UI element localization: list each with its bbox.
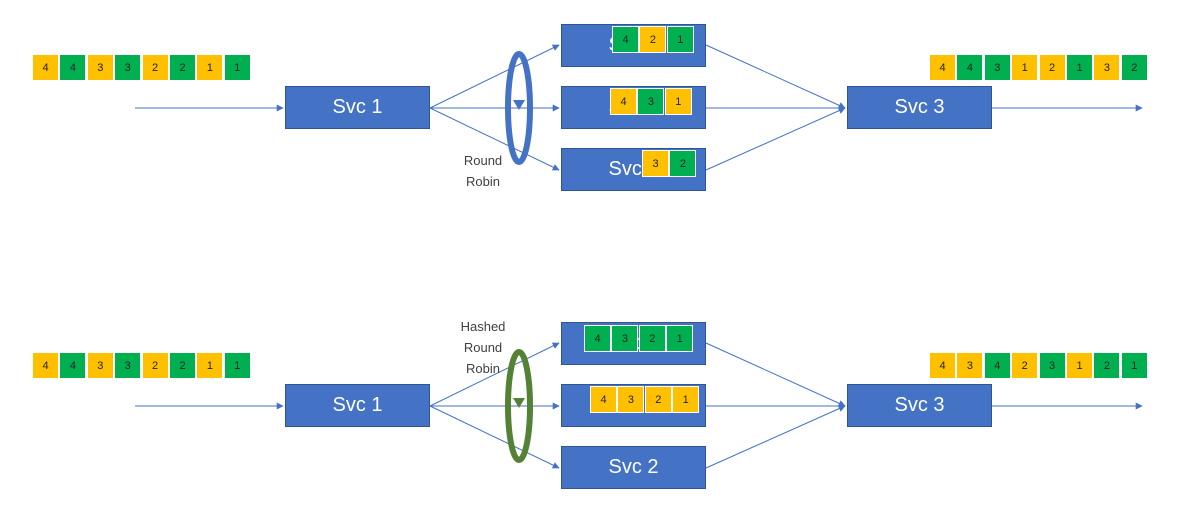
bottom-worker-1-token: 3: [611, 325, 639, 352]
bottom-svc2-box-3: Svc 2: [561, 446, 706, 489]
bottom-routing-ring-icon: [505, 349, 533, 463]
top-worker-1-token: 4: [612, 26, 639, 53]
top-output-queue-token: 3: [1093, 54, 1121, 81]
bottom-output-queue-token: 1: [1066, 352, 1093, 379]
bottom-fanin-arrow-1: [705, 342, 846, 407]
bottom-output-queue-token: 2: [1011, 352, 1039, 379]
top-worker-1-token: 2: [639, 26, 667, 53]
top-output-queue-token: 2: [1038, 54, 1066, 81]
bottom-output-queue-token: 1: [1120, 352, 1148, 379]
top-output-queue-token: 3: [983, 54, 1011, 81]
top-output-queue-token: 4: [956, 54, 984, 81]
top-svc1-box: Svc 1: [285, 86, 430, 129]
top-worker-2-token: 1: [664, 88, 692, 115]
top-input-queue-token: 3: [114, 54, 142, 81]
top-svc3-box: Svc 3: [847, 86, 992, 129]
top-input-queue-token: 4: [32, 54, 59, 81]
bottom-input-queue-token: 1: [196, 352, 224, 379]
top-output-queue-token: 1: [1066, 54, 1093, 81]
top-worker-3-token: 2: [669, 150, 697, 177]
bottom-input-queue-token: 1: [223, 352, 251, 379]
top-output-queue-token: 4: [929, 54, 956, 81]
bottom-output-queue-token: 4: [983, 352, 1011, 379]
bottom-input-queue-token: 2: [169, 352, 196, 379]
bottom-input-queue-token: 4: [59, 352, 87, 379]
bottom-routing-label: Hashed Round Robin: [443, 316, 523, 379]
bottom-worker-2-token: 1: [672, 386, 700, 413]
top-fanout-arrow-3: [429, 107, 560, 171]
bottom-output-queue-token: 4: [929, 352, 956, 379]
top-fanin-arrow-3: [705, 107, 846, 171]
top-worker-2-token: 3: [637, 88, 665, 115]
top-input-queue-token: 1: [196, 54, 224, 81]
bottom-svc1-box: Svc 1: [285, 384, 430, 427]
top-routing-ring-icon: [505, 51, 533, 165]
bottom-input-queue-token: 3: [86, 352, 114, 379]
bottom-output-queue-token: 3: [956, 352, 984, 379]
top-worker-2-token: 4: [610, 88, 637, 115]
top-output-queue-token: 1: [1011, 54, 1039, 81]
bottom-input-queue-token: 2: [141, 352, 169, 379]
bottom-routing-label-line-1: Hashed: [460, 319, 506, 334]
bottom-worker-2-token: 3: [617, 386, 645, 413]
top-worker-3-token: 3: [642, 150, 669, 177]
top-input-queue-token: 1: [223, 54, 251, 81]
bottom-svc3-box: Svc 3: [847, 384, 992, 427]
bottom-fanin-arrow-3: [705, 405, 846, 469]
top-routing-label-line-2: Robin: [466, 174, 500, 189]
top-input-queue-token: 3: [86, 54, 114, 81]
bottom-worker-1-token: 2: [638, 325, 666, 352]
bottom-fanout-arrow-3: [429, 405, 560, 469]
bottom-input-queue-token: 4: [32, 352, 59, 379]
top-output-queue-token: 2: [1120, 54, 1148, 81]
top-input-queue-token: 4: [59, 54, 87, 81]
top-fanout-arrow-1: [429, 44, 560, 109]
bottom-worker-2-token: 4: [590, 386, 617, 413]
bottom-worker-2-token: 2: [644, 386, 672, 413]
bottom-input-queue-token: 3: [114, 352, 142, 379]
bottom-worker-1-token: 1: [666, 325, 694, 352]
top-fanin-arrow-1: [705, 44, 846, 109]
bottom-fanout-arrow-1: [429, 342, 560, 407]
top-input-queue-token: 2: [141, 54, 169, 81]
bottom-worker-1-token: 4: [584, 325, 611, 352]
bottom-routing-label-line-2: Round: [463, 340, 503, 355]
bottom-output-queue-token: 3: [1038, 352, 1066, 379]
top-routing-label: Round Robin: [443, 150, 523, 192]
bottom-routing-label-line-3: Robin: [466, 361, 500, 376]
top-routing-label-line-1: Round: [463, 153, 503, 168]
bottom-output-queue-token: 2: [1093, 352, 1121, 379]
top-input-queue-token: 2: [169, 54, 196, 81]
top-worker-1-token: 1: [666, 26, 694, 53]
